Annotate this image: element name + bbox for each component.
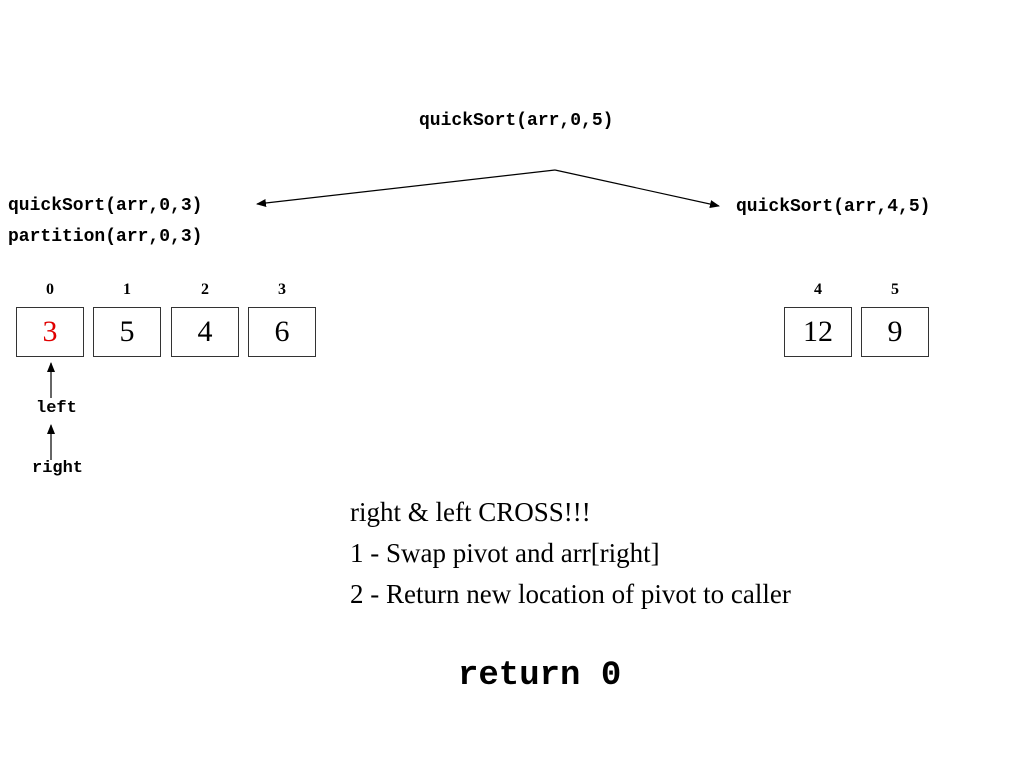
array-index: 1 [123, 281, 131, 298]
array-cell: 5 [93, 307, 161, 357]
array-index: 3 [278, 281, 286, 298]
note-line: 2 - Return new location of pivot to call… [350, 579, 791, 609]
right-call-label: quickSort(arr,4,5) [736, 197, 931, 217]
array-cell: 4 [171, 307, 239, 357]
left-partition-label: partition(arr,0,3) [8, 227, 203, 247]
explanation-notes: right & left CROSS!!! 1 - Swap pivot and… [350, 492, 791, 615]
array-index: 5 [891, 281, 899, 298]
arrow-to-left-call [256, 169, 556, 207]
note-line: 1 - Swap pivot and arr[right] [350, 538, 660, 568]
return-statement: return 0 [458, 657, 622, 695]
arrow-to-right-call [554, 169, 720, 208]
array-index: 0 [46, 281, 54, 298]
array-cell: 9 [861, 307, 929, 357]
array-cell: 6 [248, 307, 316, 357]
array-index: 4 [814, 281, 822, 298]
right-pointer-label: right [32, 459, 84, 478]
note-line: right & left CROSS!!! [350, 497, 591, 527]
left-call-label: quickSort(arr,0,3) [8, 196, 203, 216]
array-index: 2 [201, 281, 209, 298]
array-cell: 12 [784, 307, 852, 357]
array-cell-pivot: 3 [16, 307, 84, 357]
left-pointer-label: left [36, 399, 77, 418]
root-call-label: quickSort(arr,0,5) [419, 111, 614, 131]
